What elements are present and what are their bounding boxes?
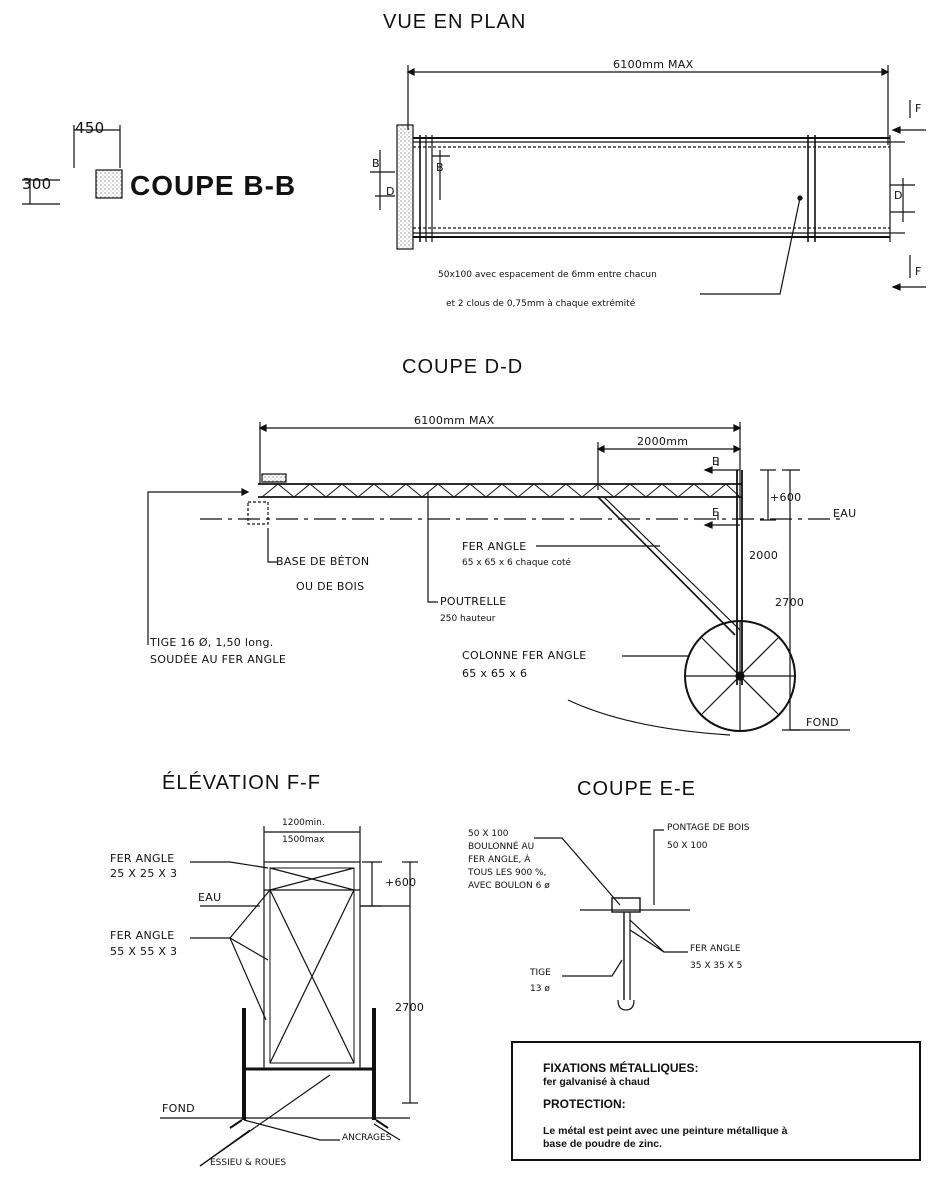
ee-bolt-line1: 50 X 100	[468, 829, 509, 839]
plan-note-line1: 50x100 avec espacement de 6mm entre chac…	[438, 270, 657, 280]
plan-marker-b-left: B	[372, 157, 380, 170]
coupe-bb-height: 300	[22, 175, 52, 193]
ee-pontage-line1: PONTAGE DE BOIS	[667, 823, 750, 833]
ff-ancrages-label: ANCRAGES	[342, 1133, 392, 1143]
plan-length-dim: 6100mm MAX	[613, 58, 694, 71]
dd-tige-line2: SOUDÉE AU FER ANGLE	[150, 653, 287, 666]
elevation-ff-title: ÉLÉVATION F-F	[162, 772, 321, 794]
ff-essieu-label: ESSIEU & ROUES	[210, 1158, 287, 1168]
ee-fer-angle-line1: FER ANGLE	[690, 944, 741, 954]
ff-fer-angle-top-line2: 25 X 25 X 3	[110, 867, 178, 880]
dd-dim-2700: 2700	[775, 596, 805, 609]
ff-eau-label: EAU	[198, 891, 222, 904]
dd-tige-line1: TIGE 16 Ø, 1,50 long.	[150, 636, 274, 649]
infobox-heading-fixations: FIXATIONS MÉTALLIQUES:	[543, 1061, 699, 1075]
dd-marker-e-bottom: E	[712, 506, 720, 519]
ee-bolt-line3: FER ANGLE, À	[468, 855, 531, 865]
infobox-text-protection-line1: Le métal est peint avec une peinture mét…	[543, 1125, 788, 1137]
coupe-ee-title: COUPE E-E	[577, 778, 697, 800]
ff-width-min: 1200min.	[282, 818, 325, 828]
plan-marker-b-inner: B	[436, 161, 444, 174]
ee-tige-line1: TIGE	[530, 968, 551, 978]
dd-colonne-line2: 65 x 65 x 6	[462, 667, 528, 680]
plan-marker-f-top: F	[915, 102, 922, 115]
ee-fer-angle-line2: 35 X 35 X 5	[690, 961, 743, 971]
plan-note-line2: et 2 clous de 0,75mm à chaque extrémité	[446, 299, 636, 309]
dd-span-dim: 2000mm	[637, 435, 689, 448]
dd-length-dim: 6100mm MAX	[414, 414, 495, 427]
dd-fer-angle-line2: 65 x 65 x 6 chaque coté	[462, 558, 572, 568]
dd-base-line2: OU DE BOIS	[296, 580, 365, 593]
plan-marker-f-bottom: F	[915, 265, 922, 278]
infobox-text-fixations: fer galvanisé à chaud	[543, 1076, 650, 1088]
ee-pontage-line2: 50 X 100	[667, 841, 708, 851]
infobox-heading-protection: PROTECTION:	[543, 1097, 626, 1111]
coupe-dd-title: COUPE D-D	[402, 356, 524, 378]
dd-base-line1: BASE DE BÉTON	[276, 555, 370, 568]
coupe-bb-title: COUPE B-B	[130, 170, 297, 201]
coupe-bb-width: 450	[75, 119, 105, 137]
plan-view	[370, 65, 926, 295]
ee-bolt-line5: AVEC BOULON 6 ø	[468, 881, 550, 891]
plan-marker-d-left: D	[386, 185, 395, 198]
coupe-bb-section	[22, 125, 123, 205]
ff-fer-angle-mid-line2: 55 X 55 X 3	[110, 945, 178, 958]
plan-view-title: VUE EN PLAN	[383, 11, 527, 33]
dd-dim-2000: 2000	[749, 549, 779, 562]
ee-bolt-line4: TOUS LES 900 %,	[468, 868, 547, 878]
ff-fer-angle-top-line1: FER ANGLE	[110, 852, 175, 865]
dd-poutrelle-line2: 250 hauteur	[440, 614, 496, 624]
dd-eau-label: EAU	[833, 507, 857, 520]
plan-marker-d-right: D	[894, 189, 903, 202]
ee-bolt-line2: BOULONNÉ AU	[468, 842, 535, 852]
dd-fer-angle-line1: FER ANGLE	[462, 540, 527, 553]
ff-fer-angle-mid-line1: FER ANGLE	[110, 929, 175, 942]
dd-colonne-line1: COLONNE FER ANGLE	[462, 649, 587, 662]
infobox-text-protection-line2: base de poudre de zinc.	[543, 1138, 663, 1150]
specifications-box: FIXATIONS MÉTALLIQUES: fer galvanisé à c…	[511, 1041, 921, 1161]
dd-fond-label: FOND	[806, 716, 839, 729]
ff-fond-label: FOND	[162, 1102, 195, 1115]
ff-dim-600: +600	[385, 876, 417, 889]
dd-marker-e-top: E	[712, 455, 720, 468]
section-ee	[534, 829, 690, 1011]
ee-tige-line2: 13 ø	[530, 984, 550, 994]
elevation-ff	[160, 826, 418, 1167]
ff-width-max: 1500max	[282, 835, 325, 845]
section-dd	[147, 422, 850, 736]
dd-dim-600: +600	[770, 491, 802, 504]
ff-dim-2700: 2700	[395, 1001, 425, 1014]
dd-poutrelle-line1: POUTRELLE	[440, 595, 507, 608]
